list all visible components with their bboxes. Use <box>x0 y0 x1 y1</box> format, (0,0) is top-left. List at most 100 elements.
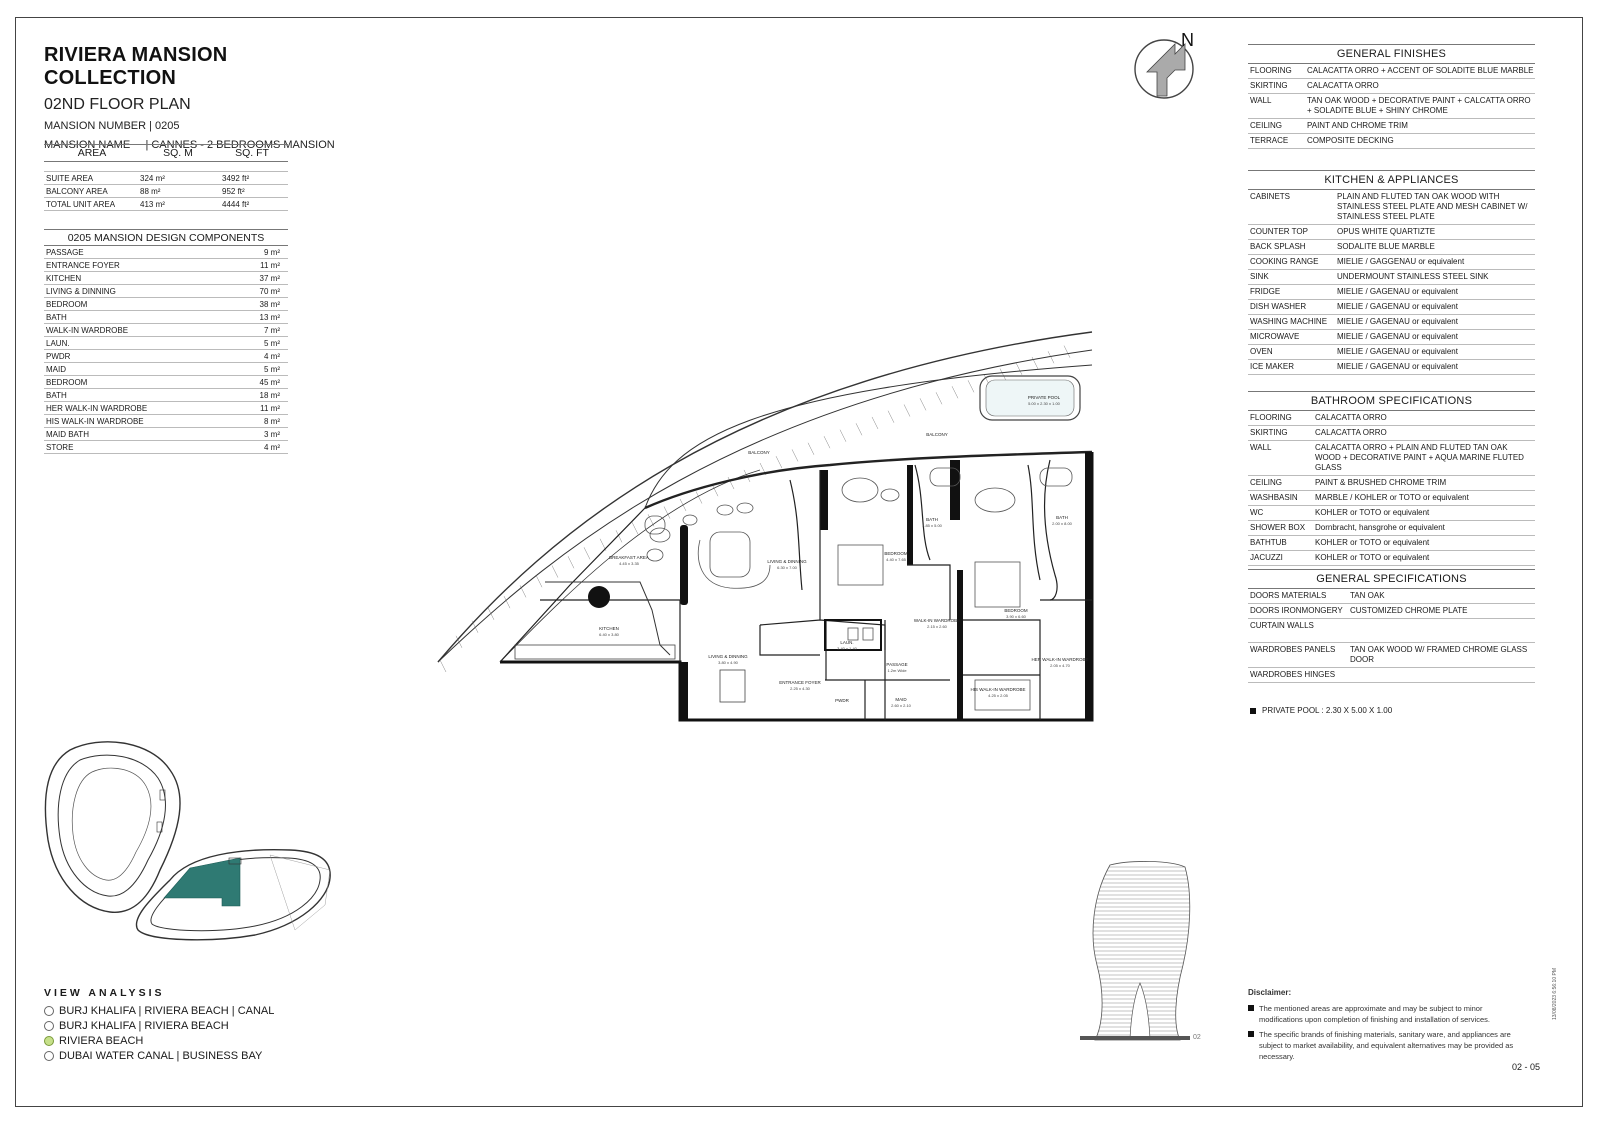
room-dimensions: 1.2m Wide <box>887 668 907 673</box>
room-name: LIVING & DINNING <box>767 559 807 564</box>
area-cell: 324 m² <box>140 173 165 183</box>
spec-key: TERRACE <box>1250 136 1289 145</box>
component-area: 7 m² <box>264 325 280 335</box>
room-dimensions: 2.05 x 4.70 <box>1050 663 1070 668</box>
component-area: 18 m² <box>259 390 280 400</box>
spec-value: SODALITE BLUE MARBLE <box>1337 242 1435 251</box>
component-area: 45 m² <box>259 377 280 387</box>
spec-key: CEILING <box>1250 478 1283 487</box>
room-name: BATH <box>1056 515 1068 520</box>
component-area: 37 m² <box>259 273 280 283</box>
mansion-number: MANSION NUMBER | 0205 <box>44 120 180 132</box>
room-name: LAUN. <box>840 640 854 645</box>
spec-key: BATHTUB <box>1250 538 1287 547</box>
bullet-square-icon <box>1248 1031 1254 1037</box>
compass: N <box>1133 30 1195 107</box>
spec-key: MICROWAVE <box>1250 332 1300 341</box>
view-option: BURJ KHALIFA | RIVIERA BEACH | CANAL <box>44 1003 274 1018</box>
room-dimensions: 5.00 x 2.30 x 1.00 <box>1028 401 1060 406</box>
room-name: MAID <box>895 697 907 702</box>
spec-key: SKIRTING <box>1250 428 1288 437</box>
radio-circle-icon <box>44 1050 54 1061</box>
component-area: 4 m² <box>264 351 280 361</box>
spec-value: MIELIE / GAGENAU or equivalent <box>1337 302 1458 311</box>
component-name: PWDR <box>46 351 71 361</box>
room-dimensions: 6.40 x 3.80 <box>599 632 619 637</box>
area-cell: 413 m² <box>140 199 165 209</box>
spec-value: MIELIE / GAGENAU or equivalent <box>1337 347 1458 356</box>
component-name: HER WALK-IN WARDROBE <box>46 403 148 413</box>
spec-value: KOHLER or TOTO or equivalent <box>1315 538 1430 547</box>
disclaimer-title: Disclaimer: <box>1248 988 1292 997</box>
room-name: PRIVATE POOL <box>1027 395 1061 400</box>
component-name: WALK-IN WARDROBE <box>46 325 129 335</box>
component-name: KITCHEN <box>46 273 82 283</box>
spec-value: TAN OAK WOOD + DECORATIVE PAINT + CALCAT… <box>1307 96 1531 115</box>
room-label: LAUN.3.40 x 1.40 <box>837 640 857 652</box>
spec-key: FRIDGE <box>1250 287 1281 296</box>
view-option: DUBAI WATER CANAL | BUSINESS BAY <box>44 1048 274 1063</box>
spec-value: CALACATTA ORRO + ACCENT OF SOLADITE BLUE… <box>1307 66 1534 75</box>
mansion-name: MANSION NAME | CANNES - 2 BEDROOMS MANSI… <box>44 139 335 151</box>
general-specifications-title: GENERAL SPECIFICATIONS <box>1248 569 1535 589</box>
component-area: 3 m² <box>264 429 280 439</box>
component-row: LAUN.5 m² <box>44 337 288 350</box>
project-title: RIVIERA MANSION COLLECTION <box>44 44 228 89</box>
area-cell: 3492 ft² <box>222 173 250 183</box>
spec-key: SHOWER BOX <box>1250 523 1306 532</box>
component-area: 70 m² <box>259 286 280 296</box>
room-dimensions: 2.15 x 2.60 <box>927 624 947 629</box>
component-name: BEDROOM <box>46 299 88 309</box>
room-dimensions: 2.60 x 2.10 <box>891 703 911 708</box>
spec-key: SKIRTING <box>1250 81 1288 90</box>
room-name: BALCONY <box>748 450 770 455</box>
spec-value: CALACATTA ORRO + PLAIN AND FLUTED TAN OA… <box>1315 443 1524 472</box>
spec-key: ICE MAKER <box>1250 362 1295 371</box>
spec-value: MIELIE / GAGENAU or equivalent <box>1337 317 1458 326</box>
room-dimensions: 2.25 x 4.30 <box>790 686 810 691</box>
spec-value: CUSTOMIZED CHROME PLATE <box>1350 606 1468 615</box>
components-title: 0205 MANSION DESIGN COMPONENTS <box>44 229 288 246</box>
component-row: PWDR 4 m² <box>44 350 288 363</box>
spec-value: PAINT AND CHROME TRIM <box>1307 121 1408 130</box>
spec-key: DISH WASHER <box>1250 302 1307 311</box>
room-name: BATH <box>926 517 938 522</box>
component-name: HIS WALK-IN WARDROBE <box>46 416 144 426</box>
area-table-header: AREA SQ. M SQ. FT <box>44 144 288 162</box>
north-arrow-icon <box>1134 39 1194 99</box>
floor-plan <box>437 331 1094 722</box>
component-name: LAUN. <box>46 338 70 348</box>
spec-value: MIELIE / GAGENAU or equivalent <box>1337 287 1458 296</box>
component-name: PASSAGE <box>46 247 84 257</box>
component-name: MAID BATH <box>46 429 89 439</box>
spec-value: CALACATTA ORRO <box>1315 413 1387 422</box>
spec-key: WALL <box>1250 96 1272 105</box>
component-name: MAID <box>46 364 66 374</box>
room-dimensions: 3.40 x 1.40 <box>837 646 857 651</box>
component-area: 8 m² <box>264 416 280 426</box>
spec-value: COMPOSITE DECKING <box>1307 136 1394 145</box>
spec-key: DOORS MATERIALS <box>1250 591 1327 600</box>
room-name: ENTRANCE FOYER <box>779 680 821 685</box>
pool-note: PRIVATE POOL : 2.30 X 5.00 X 1.00 <box>1250 706 1392 715</box>
spec-key: CABINETS <box>1250 192 1291 201</box>
